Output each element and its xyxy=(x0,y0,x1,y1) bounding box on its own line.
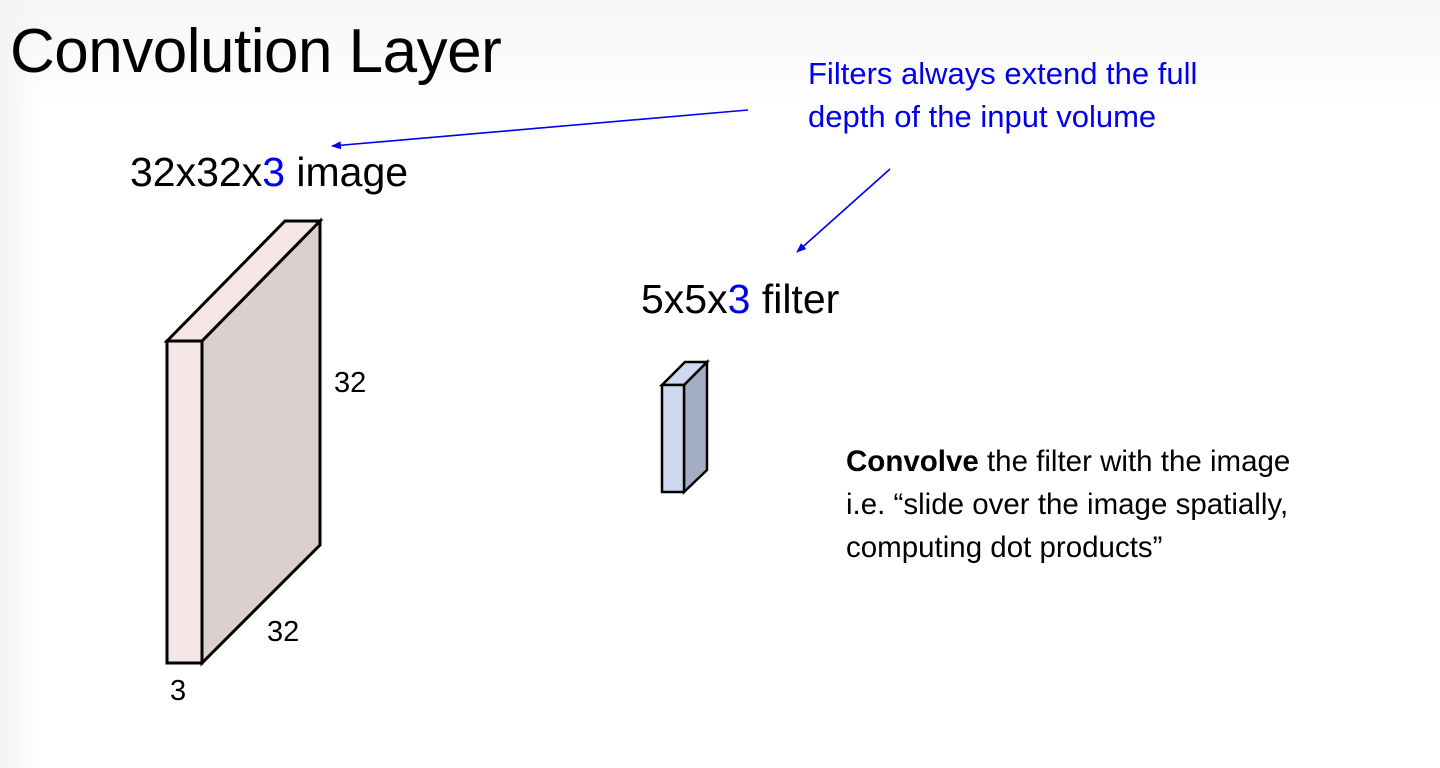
description-bold-term: Convolve xyxy=(846,445,979,478)
depth-annotation: Filters always extend the full depth of … xyxy=(808,52,1197,138)
filter-volume-label: 5x5x3 filter xyxy=(641,274,839,324)
slide-title: Convolution Layer xyxy=(10,17,502,86)
image-height-label: 32 xyxy=(334,367,367,399)
image-label-suffix: image xyxy=(285,149,409,195)
arrow-to-image-icon xyxy=(331,109,749,150)
image-volume-icon xyxy=(163,217,324,667)
description-line-2: i.e. “slide over the image spatially, xyxy=(846,488,1289,521)
image-depth-label: 3 xyxy=(170,675,187,707)
image-label-dims: 32x32x xyxy=(130,149,263,195)
image-width-label: 32 xyxy=(267,616,300,648)
filter-label-suffix: filter xyxy=(750,276,840,322)
arrow-to-filter-icon xyxy=(796,168,891,253)
convolve-description: Convolve the filter with the image i.e. … xyxy=(846,440,1290,569)
image-front-face xyxy=(165,339,204,665)
filter-front-face xyxy=(660,383,686,494)
filter-label-dims: 5x5x xyxy=(641,276,728,322)
description-line-1-rest: the filter with the image xyxy=(978,445,1291,478)
filter-label-depth: 3 xyxy=(727,276,751,322)
image-volume-label: 32x32x3 image xyxy=(130,147,408,197)
annotation-line-1: Filters always extend the full xyxy=(808,56,1198,91)
filter-volume-icon xyxy=(658,358,711,495)
image-label-depth: 3 xyxy=(262,149,286,195)
annotation-line-2: depth of the input volume xyxy=(808,99,1157,134)
description-line-3: computing dot products” xyxy=(846,531,1163,564)
description-line-1: Convolve the filter with the image xyxy=(846,440,1290,483)
